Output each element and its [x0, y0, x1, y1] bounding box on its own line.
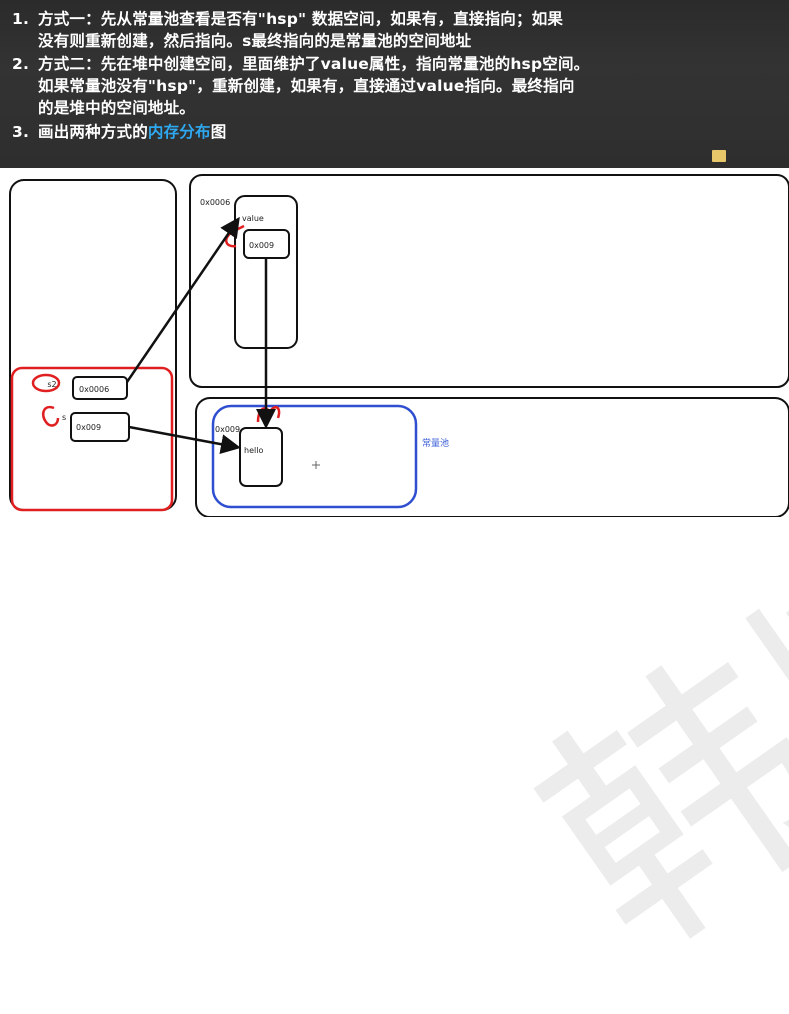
- note-2: 2. 方式二：先在堆中创建空间，里面维护了value属性，指向常量池的hsp空间。…: [12, 53, 589, 119]
- memory-diagram: 韩顺平教育: [0, 10, 789, 1003]
- constant-pool-label: 常量池: [422, 437, 449, 449]
- note-1-line-1: 方式一：先从常量池查看是否有"hsp" 数据空间，如果有，直接指向；如果: [38, 10, 564, 28]
- arrow-s2-to-heap: [125, 216, 240, 383]
- pool-address: 0x009: [215, 425, 240, 434]
- field-value: 0x009: [249, 241, 274, 250]
- note-1-line-2: 没有则重新创建，然后指向。s最终指向的是常量池的空间地址: [38, 32, 472, 50]
- folder-icon: [712, 150, 726, 162]
- note-2-number: 2.: [12, 55, 30, 73]
- var-s2: s2: [47, 380, 56, 389]
- note-3-suffix: 图: [210, 123, 227, 141]
- s2-circle: [31, 373, 61, 393]
- pool-string: hello: [244, 446, 263, 455]
- heap-area: [189, 174, 789, 388]
- note-3-prefix: 画出两种方式的: [38, 123, 148, 141]
- stack-frame-main: [10, 366, 174, 512]
- note-3-highlight: 内存分布: [147, 123, 211, 141]
- constant-pool: [211, 404, 418, 509]
- s2-box: [72, 376, 128, 400]
- heap-object-address: 0x0006: [200, 198, 230, 207]
- hello-box: [239, 427, 283, 487]
- red-hook-hello: [256, 405, 281, 423]
- field-name: value: [242, 214, 264, 223]
- note-3: 3. 画出两种方式的内存分布图: [12, 121, 226, 143]
- note-1: 1. 方式一：先从常量池查看是否有"hsp" 数据空间，如果有，直接指向；如果 没…: [12, 8, 563, 52]
- method-area: [195, 397, 789, 517]
- s2-value: 0x0006: [79, 385, 109, 394]
- s-circle: [42, 405, 60, 427]
- note-2-line-2: 如果常量池没有"hsp"，重新创建，如果有，直接通过value指向。最终指向: [38, 77, 575, 95]
- s-value: 0x009: [76, 423, 101, 432]
- var-s: s: [62, 413, 66, 422]
- arrow-s-to-pool: [128, 425, 241, 455]
- note-2-line-3: 的是堆中的空间地址。: [38, 99, 196, 117]
- note-3-number: 3.: [12, 123, 30, 141]
- note-1-number: 1.: [12, 10, 30, 28]
- notes-banner: 1. 方式一：先从常量池查看是否有"hsp" 数据空间，如果有，直接指向；如果 没…: [0, 0, 789, 168]
- note-2-line-1: 方式二：先在堆中创建空间，里面维护了value属性，指向常量池的hsp空间。: [38, 55, 590, 73]
- diagram-canvas: 0x0006 value 0x009 s2 0x0006 s 0x009 0x0…: [9, 174, 789, 517]
